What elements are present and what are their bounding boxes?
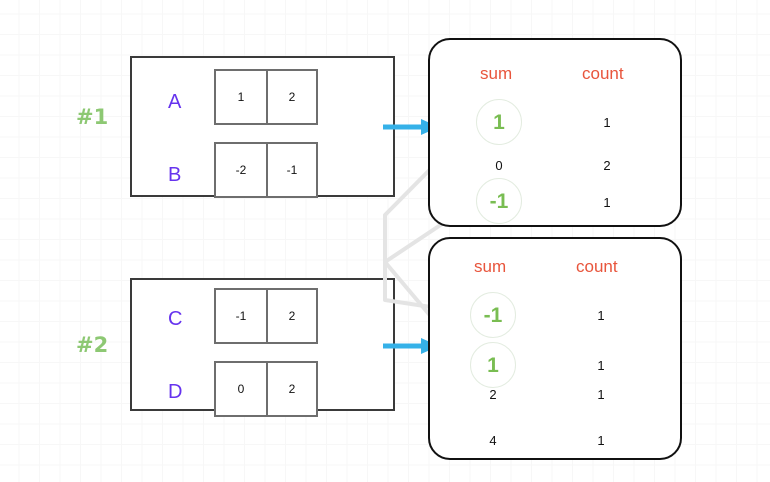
table-1-row-0-count: 1 xyxy=(603,115,611,130)
table-2-row-2-count: 1 xyxy=(597,387,605,402)
cell-a-1: 2 xyxy=(266,71,316,123)
table-2-row-0-sum: -1 xyxy=(470,292,516,338)
cell-pair-c: -1 2 xyxy=(214,288,318,344)
input-panel-group-1: A 1 2 B -2 -1 xyxy=(130,56,395,198)
table-2-row-2-sum: 2 xyxy=(489,387,497,402)
table-1-row-1-sum: 0 xyxy=(495,158,503,173)
cell-c-1: 2 xyxy=(266,290,316,342)
table-2-row-3-sum: 4 xyxy=(489,433,497,448)
group-label-1: #1 xyxy=(76,105,109,129)
cell-pair-a: 1 2 xyxy=(214,69,318,125)
table-1-row-1-count: 2 xyxy=(603,158,611,173)
table-2-row-1-count: 1 xyxy=(597,358,605,373)
table-1-row-2-sum: -1 xyxy=(476,178,522,224)
cell-d-0: 0 xyxy=(237,382,245,396)
table-1-row-2-count: 1 xyxy=(603,195,611,210)
cell-c-0: -1 xyxy=(235,309,247,323)
table-1-header-sum: sum xyxy=(480,64,513,83)
cell-d-1: 2 xyxy=(266,363,316,415)
cell-b-0: -2 xyxy=(235,163,247,177)
row-key-b: B xyxy=(168,164,182,186)
cell-b-1: -1 xyxy=(266,144,316,196)
row-key-c: C xyxy=(168,308,183,330)
table-2-row-3-count: 1 xyxy=(597,433,605,448)
cell-pair-b: -2 -1 xyxy=(214,142,318,198)
group-label-2: #2 xyxy=(76,333,109,357)
cell-a-0: 1 xyxy=(237,90,245,104)
table-2-header-count: count xyxy=(576,257,618,276)
table-2-row-0-count: 1 xyxy=(597,308,605,323)
input-panel-group-2: C -1 2 D 0 2 xyxy=(130,278,395,417)
result-table-1: sum count 1 1 0 2 -1 1 xyxy=(428,38,682,227)
table-2-header-sum: sum xyxy=(474,257,507,276)
table-1-header-count: count xyxy=(582,64,624,83)
row-key-a: A xyxy=(168,91,182,113)
cell-pair-d: 0 2 xyxy=(214,361,318,417)
result-table-2: sum count -1 1 1 1 2 1 4 1 xyxy=(428,237,682,460)
table-1-row-0-sum: 1 xyxy=(476,99,522,145)
row-key-d: D xyxy=(168,381,183,403)
table-2-row-1-sum: 1 xyxy=(470,342,516,388)
